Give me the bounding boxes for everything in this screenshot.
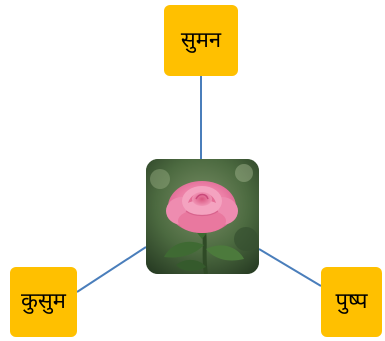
node-right-pushp: पुष्प [321, 267, 382, 337]
node-top-label: सुमन [180, 27, 222, 53]
rose-flower-icon [146, 159, 259, 274]
node-left-label: कुसुम [21, 289, 66, 314]
rose-flower-image [146, 159, 259, 274]
node-right-label: पुष्प [335, 289, 368, 314]
node-top-suman: सुमन [164, 5, 238, 76]
connector-left [76, 246, 147, 293]
node-left-kusum: कुसुम [10, 267, 77, 337]
connector-right [258, 248, 322, 287]
